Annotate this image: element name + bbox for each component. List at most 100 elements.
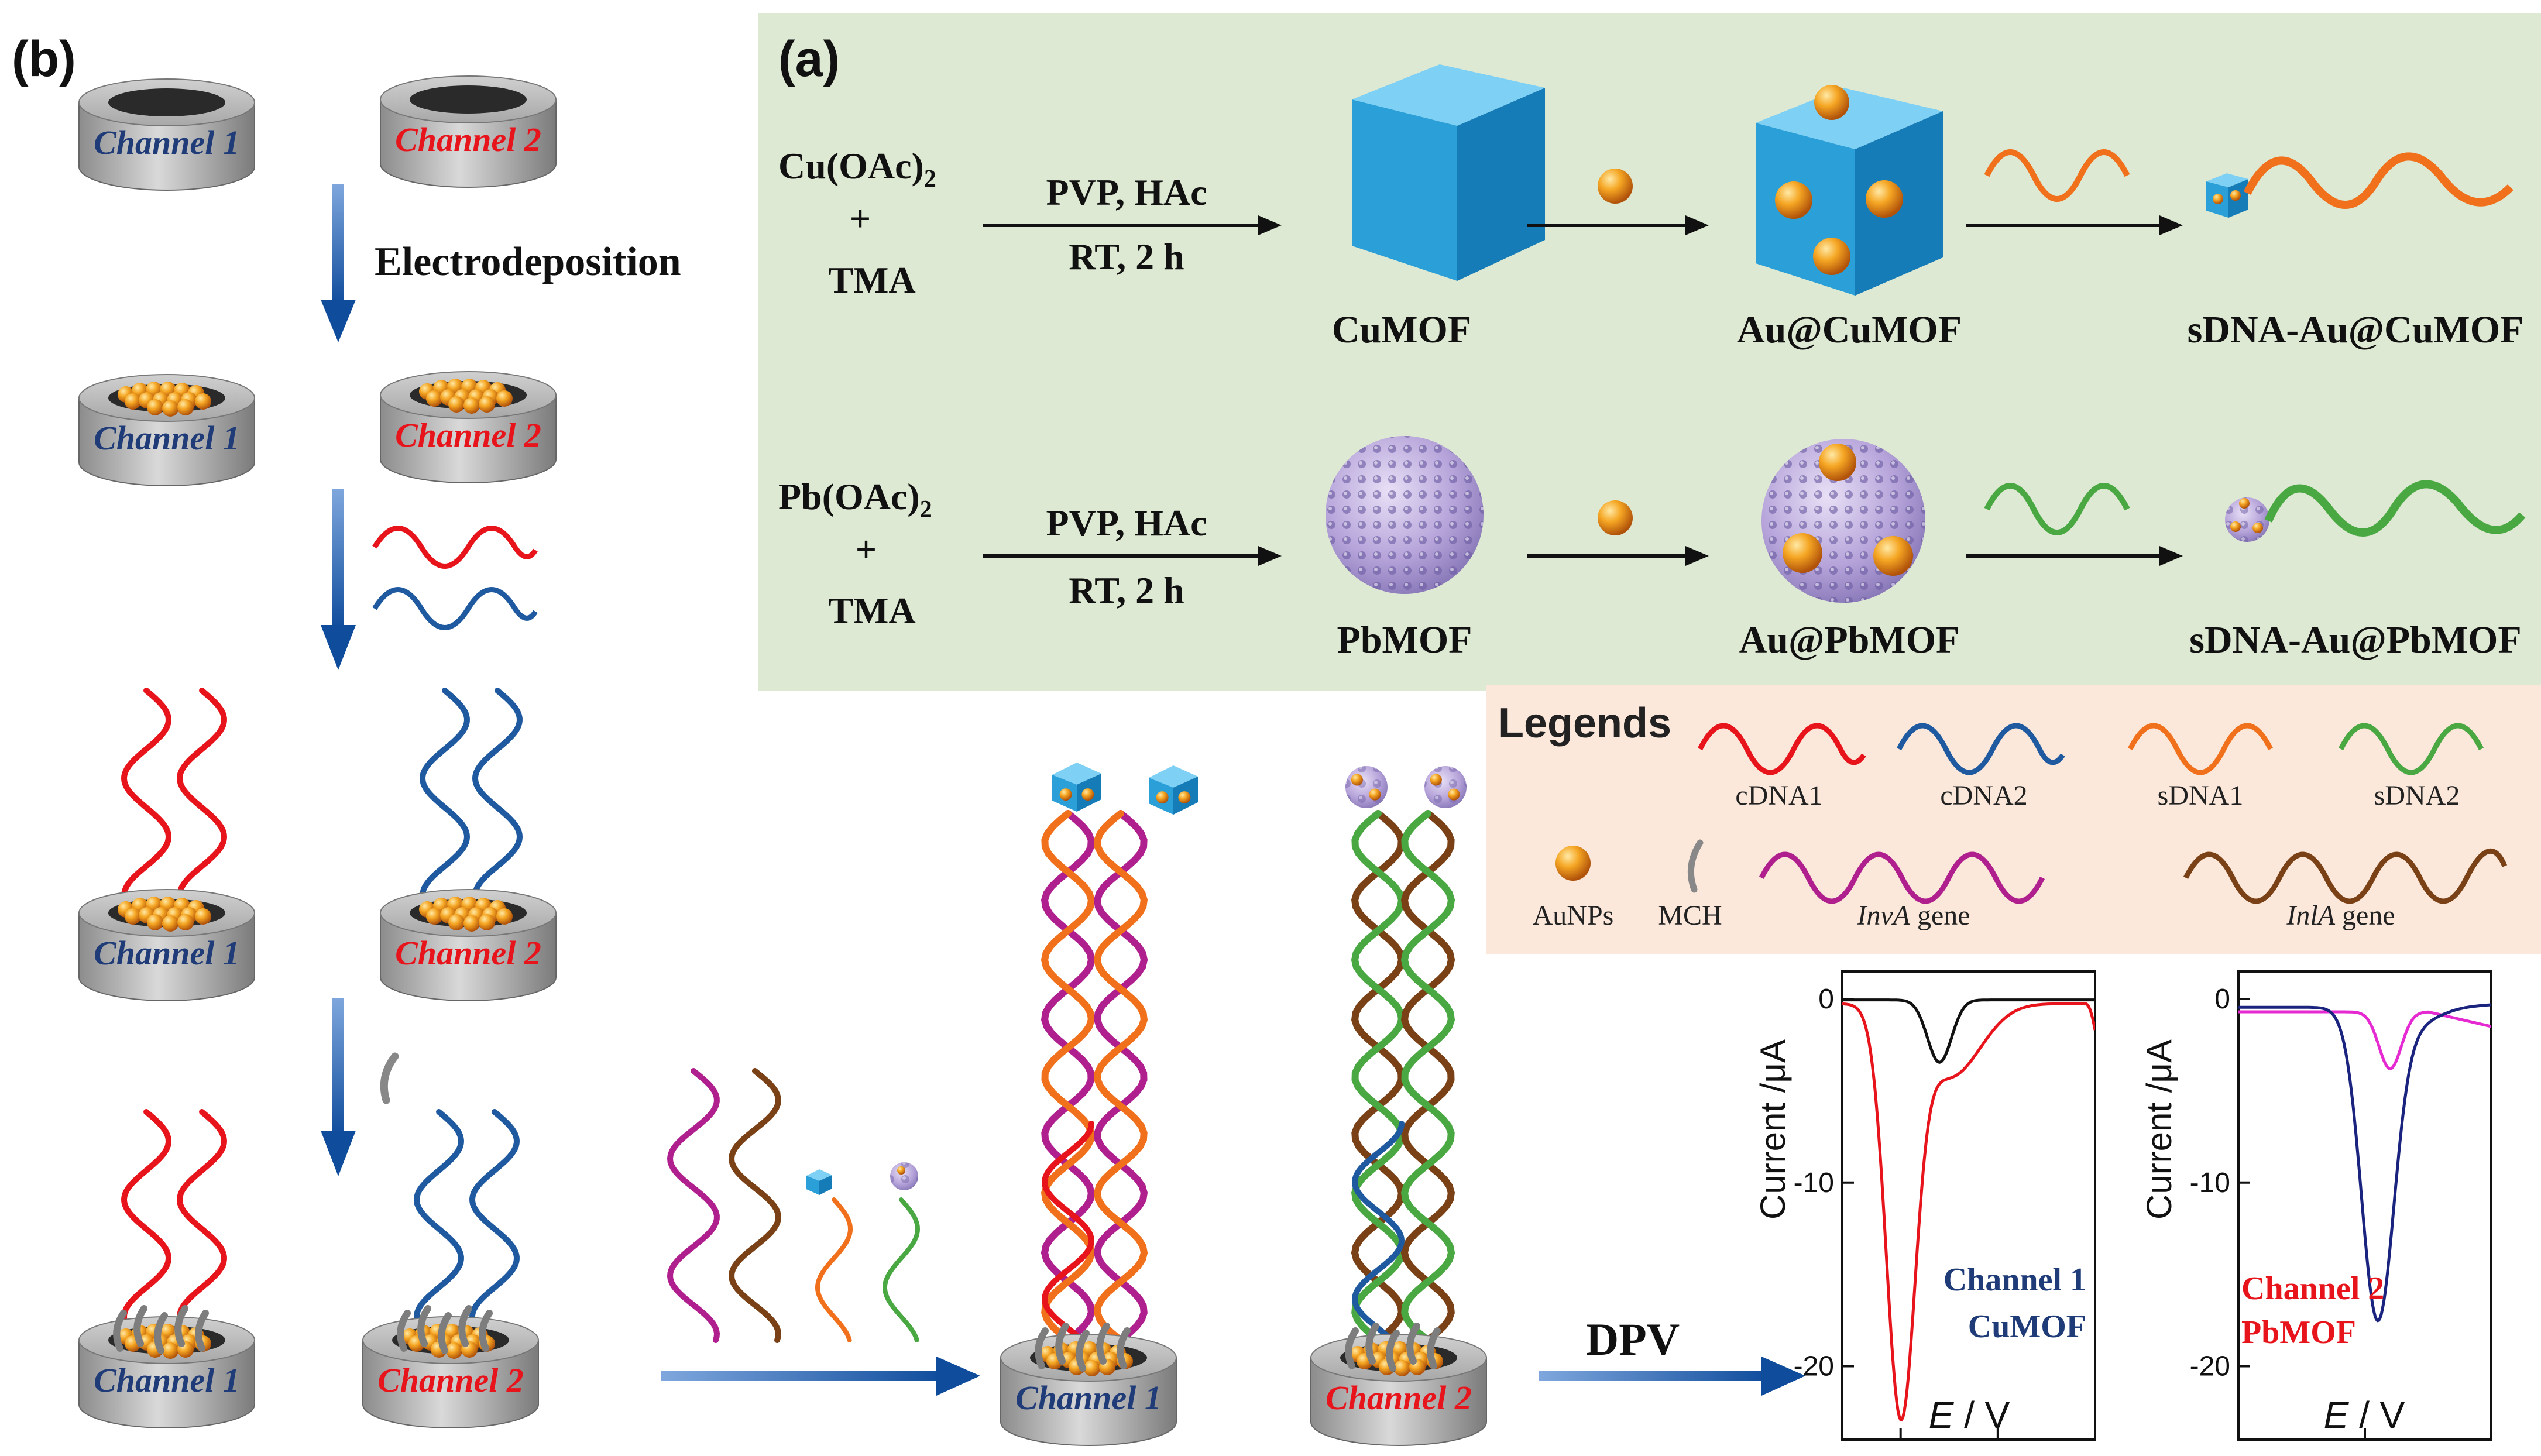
pbmof-tag-icon (1345, 766, 1388, 808)
y-tick-label: -10 (2190, 1167, 2230, 1199)
cdna2-legend-icon (1896, 723, 2065, 775)
product-sdna-au-cumof: sDNA-Au@CuMOF (2188, 308, 2524, 351)
aunp-icon (1598, 500, 1633, 535)
electrode: Channel 2 (380, 371, 557, 483)
hybridization-arrow (661, 1357, 980, 1396)
arrow-head (1685, 546, 1709, 566)
cdna1-legend-icon (1697, 723, 1866, 775)
x-tick-label: -0.6 (2214, 1451, 2263, 1456)
cumof-cube-icon (1352, 64, 1545, 281)
product-cumof: CuMOF (1332, 308, 1471, 351)
plot-legend-channel-2: Channel 2 (2241, 1270, 2384, 1307)
curve-magenta (2238, 1010, 2491, 1070)
channel-label: Channel 1 (1015, 1379, 1162, 1417)
condition-rt-2h: RT, 2 h (1069, 236, 1184, 277)
channel-label: Channel 1 (94, 1361, 240, 1399)
reactant-tma: TMA (828, 590, 915, 631)
sdna1-strand-icon (1984, 149, 2130, 202)
arrow-head (2159, 215, 2183, 235)
arrow-head (1258, 215, 1282, 235)
legend-mch: MCH (1658, 900, 1722, 931)
product-sdna-au-pbmof: sDNA-Au@PbMOF (2189, 619, 2521, 661)
dpv-plot-channel-1: -0.2-0.4-0.60-10-20 Current /μA E / V Ch… (1753, 970, 2120, 1456)
x-axis-label: E / V (2324, 1394, 2405, 1436)
plus-sign: + (856, 528, 877, 570)
plot-frame (1841, 970, 2096, 1441)
sdna-au-cumof-icon (2206, 152, 2513, 218)
condition-pvp-hac: PVP, HAc (1046, 502, 1207, 544)
electrode: Channel 1 (1000, 1323, 1177, 1446)
cdna2-step-icon (372, 587, 538, 630)
x-tick-label: -0.2 (1876, 1451, 1925, 1456)
target-mixture (667, 1068, 921, 1343)
reactant-pb-oac: Pb(OAc)2 (778, 476, 932, 523)
y-tick-label: 0 (1818, 984, 1834, 1015)
plus-sign: + (850, 198, 871, 239)
step-arrow-1 (321, 184, 356, 342)
electrode: Channel 2 (362, 1305, 539, 1428)
curve-red (1842, 1002, 2095, 1422)
x-axis-label: E / V (1929, 1394, 2010, 1436)
plot-frame (2237, 970, 2492, 1441)
reactant-cu-oac: Cu(OAc)2 (778, 145, 936, 193)
electrode: Channel 1 (78, 889, 255, 1001)
synthesis-row-cumof: Cu(OAc)2 + TMA PVP, HAc RT, 2 h CuMOF Au… (778, 64, 2523, 351)
aunp-deposit (118, 897, 211, 932)
pbmof-sphere-icon (1326, 436, 1484, 594)
dpv-arrow (1539, 1357, 1805, 1396)
aunp-legend-icon (1555, 846, 1591, 881)
condition-rt-2h: RT, 2 h (1069, 569, 1184, 611)
x-tick-label: -0.6 (2071, 1451, 2120, 1456)
condition-pvp-hac: PVP, HAc (1046, 171, 1207, 213)
panel-a-background (758, 13, 2541, 691)
electrode: Channel 2 (380, 889, 557, 1001)
arrow-head (2159, 546, 2183, 566)
panel-a-label: (a) (778, 31, 840, 87)
aunp-deposit (118, 1324, 211, 1359)
legend-inva-gene: InvA gene (1856, 900, 1970, 931)
synthesis-row-pbmof: Pb(OAc)2 + TMA PVP, HAc RT, 2 h PbMOF Au… (778, 436, 2526, 661)
cumof-tag-icon (1052, 763, 1101, 812)
channel-label: Channel 1 (94, 934, 240, 972)
plot-legend-pbmof: PbMOF (2241, 1314, 2356, 1351)
cumof-tag-icon (1149, 765, 1198, 815)
mch-molecules (1035, 1323, 1131, 1372)
step-electrodeposition: Electrodeposition (375, 239, 681, 284)
aunp-icon (1598, 169, 1633, 204)
legend-sdna2: sDNA2 (2374, 780, 2460, 811)
legend-title: Legends (1498, 700, 1671, 747)
electrode: Channel 1 (78, 78, 255, 191)
dpv-plot-channel-2: -0.6-0.8-1.00-10-20 Current /μA E / V Ch… (2140, 970, 2516, 1456)
mch-molecules (397, 1305, 493, 1354)
arrow-head (1258, 546, 1282, 566)
curve-black (1842, 998, 2095, 1064)
aunp-deposit (419, 897, 513, 932)
y-tick-label: -20 (1794, 1351, 1834, 1382)
au-cumof-cube-icon (1756, 85, 1943, 296)
channel-label: Channel 1 (94, 123, 240, 162)
reactant-tma: TMA (828, 259, 915, 301)
product-au-pbmof: Au@PbMOF (1739, 619, 1960, 661)
electrode: Channel 2 (380, 75, 557, 188)
electrode: Channel 1 (78, 374, 255, 486)
mch-molecules (113, 1305, 209, 1354)
legend-background (1486, 685, 2541, 954)
legend-inla-gene: InlA gene (2286, 900, 2395, 931)
dpv-label: DPV (1586, 1314, 1680, 1365)
electrode: Channel 2 (1310, 1323, 1487, 1446)
inva-gene-legend-icon (1759, 851, 2045, 904)
x-tick-label: -0.8 (2341, 1451, 2389, 1456)
x-tick-label: -1.0 (2467, 1451, 2516, 1456)
legend-cdna2: cDNA2 (1940, 780, 2027, 811)
channel-label: Channel 2 (395, 121, 541, 159)
pbmof-tag-icon (1424, 766, 1467, 808)
y-tick-label: 0 (2214, 984, 2230, 1015)
channel-label: Channel 2 (377, 1361, 524, 1399)
arrow-head (1685, 215, 1709, 235)
channel-label: Channel 2 (395, 416, 541, 454)
plot-legend-cumof: CuMOF (1968, 1309, 2086, 1345)
sdna1-legend-icon (2127, 723, 2274, 775)
channel-label: Channel 2 (395, 934, 541, 972)
legend-aunps: AuNPs (1533, 900, 1614, 931)
aunp-deposit (118, 382, 211, 417)
